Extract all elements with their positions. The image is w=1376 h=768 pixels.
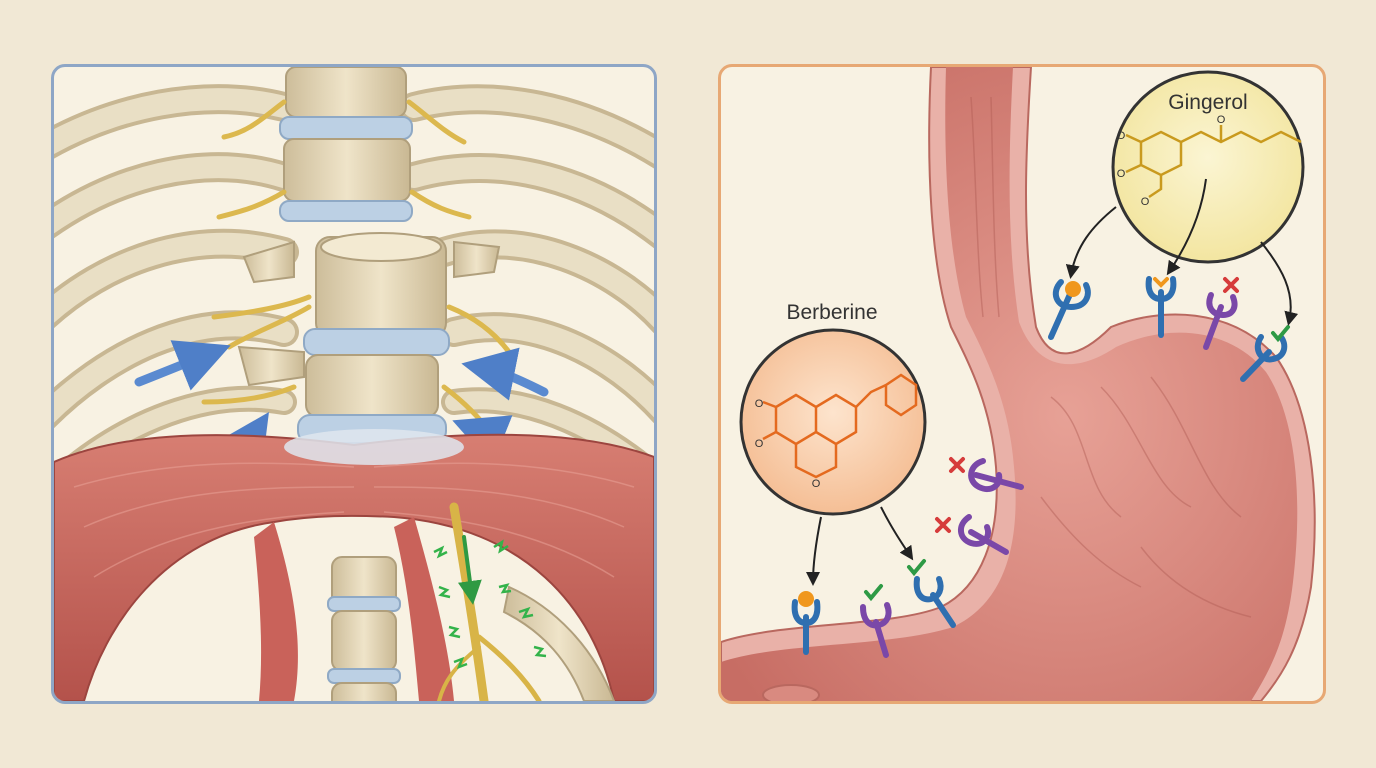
diaphragm bbox=[54, 429, 654, 701]
ribs-left bbox=[54, 84, 299, 480]
receptor-active-bottom-1 bbox=[860, 584, 892, 658]
svg-text:O: O bbox=[812, 478, 821, 490]
nerve-signal-sparks bbox=[433, 539, 547, 670]
binding-arrows bbox=[806, 178, 1299, 586]
receptor-blocked-top bbox=[1203, 277, 1239, 350]
receptor-partial-top bbox=[1145, 276, 1177, 338]
berberine-molecule: Berberine O O O bbox=[739, 301, 927, 516]
receptor-active-right bbox=[1240, 325, 1290, 382]
stomach-receptor-illustration: Gingerol O O O O Berberine bbox=[721, 67, 1316, 701]
berberine-structure bbox=[762, 373, 918, 479]
gingerol-structure bbox=[1125, 125, 1302, 199]
svg-text:O: O bbox=[1117, 168, 1126, 180]
receptor-active-bottom-2 bbox=[907, 559, 956, 628]
stomach-receptor-panel: Gingerol O O O O Berberine bbox=[718, 64, 1326, 704]
receptors bbox=[791, 276, 1290, 658]
upper-vertebrae bbox=[237, 67, 501, 444]
ribs-right bbox=[399, 84, 654, 480]
gingerol-label: Gingerol bbox=[1168, 91, 1247, 114]
stomach bbox=[721, 67, 1316, 701]
svg-text:O: O bbox=[755, 438, 764, 450]
spine-diaphragm-panel bbox=[51, 64, 657, 704]
spine-diaphragm-illustration bbox=[54, 67, 654, 701]
receptor-bound-bottom bbox=[791, 591, 821, 655]
svg-text:O: O bbox=[1217, 114, 1226, 126]
svg-text:O: O bbox=[755, 398, 764, 410]
receptor-blocked-middle-1 bbox=[949, 457, 1024, 493]
receptor-bound-top bbox=[1048, 279, 1091, 340]
gingerol-molecule: Gingerol O O O O bbox=[1111, 70, 1305, 264]
phrenic-nerve bbox=[437, 502, 542, 701]
svg-text:O: O bbox=[1117, 130, 1126, 142]
receptor-blocked-middle-2 bbox=[935, 514, 1009, 555]
svg-text:O: O bbox=[1141, 196, 1150, 208]
berberine-label: Berberine bbox=[786, 301, 877, 324]
